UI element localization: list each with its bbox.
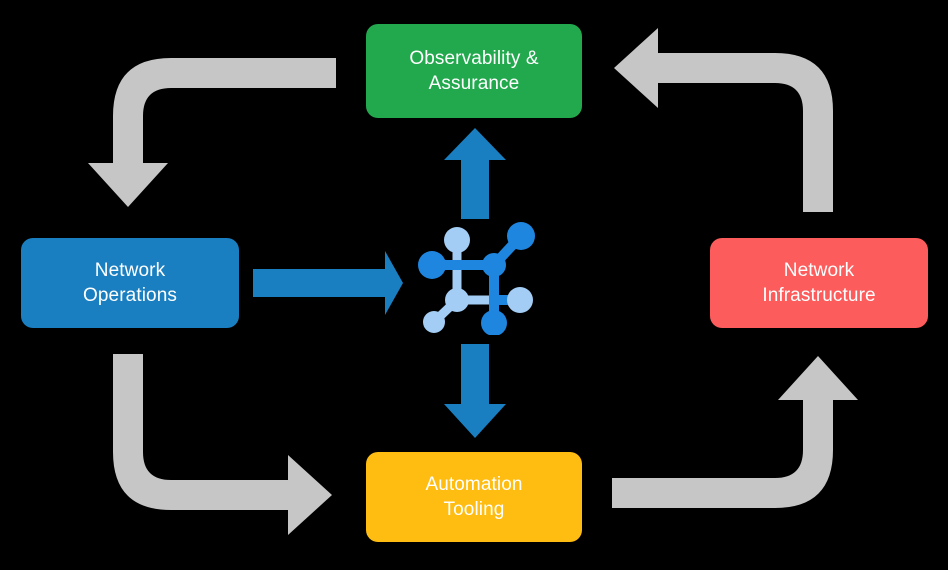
connector-observability-to-operations	[88, 58, 336, 207]
node-label-observability: Observability & Assurance	[409, 47, 539, 94]
connector-operations-to-center	[253, 251, 403, 315]
arrow-operations-to-center	[253, 251, 403, 315]
arrow-center-to-automation	[444, 344, 506, 438]
node-box-observability[interactable]: Observability & Assurance	[366, 24, 582, 118]
arrow-center-to-observability	[444, 128, 506, 219]
connector-center-to-observability	[444, 128, 506, 219]
arrow-automation-to-infrastructure	[612, 356, 858, 508]
arrow-observability-to-operations	[88, 58, 336, 207]
node-box-network-infrastructure[interactable]: Network Infrastructure	[710, 238, 928, 328]
node-label-network-infrastructure: Network Infrastructure	[762, 259, 876, 306]
connector-operations-to-automation	[113, 354, 332, 535]
arrow-operations-to-automation	[113, 354, 332, 535]
node-label-automation-tooling: Automation Tooling	[425, 473, 523, 520]
network-topology-icon	[418, 222, 535, 335]
node-box-network-operations[interactable]: Network Operations	[21, 238, 239, 328]
node-box-automation-tooling[interactable]: Automation Tooling	[366, 452, 582, 542]
arrow-infrastructure-to-observability	[614, 28, 833, 212]
connector-center-to-automation	[444, 344, 506, 438]
network-icon-dark-nodes	[418, 222, 535, 335]
node-label-network-operations: Network Operations	[83, 259, 177, 306]
network-icon-light-nodes	[423, 227, 533, 333]
connector-infrastructure-to-observability	[614, 28, 833, 212]
connector-automation-to-infrastructure	[612, 356, 858, 508]
